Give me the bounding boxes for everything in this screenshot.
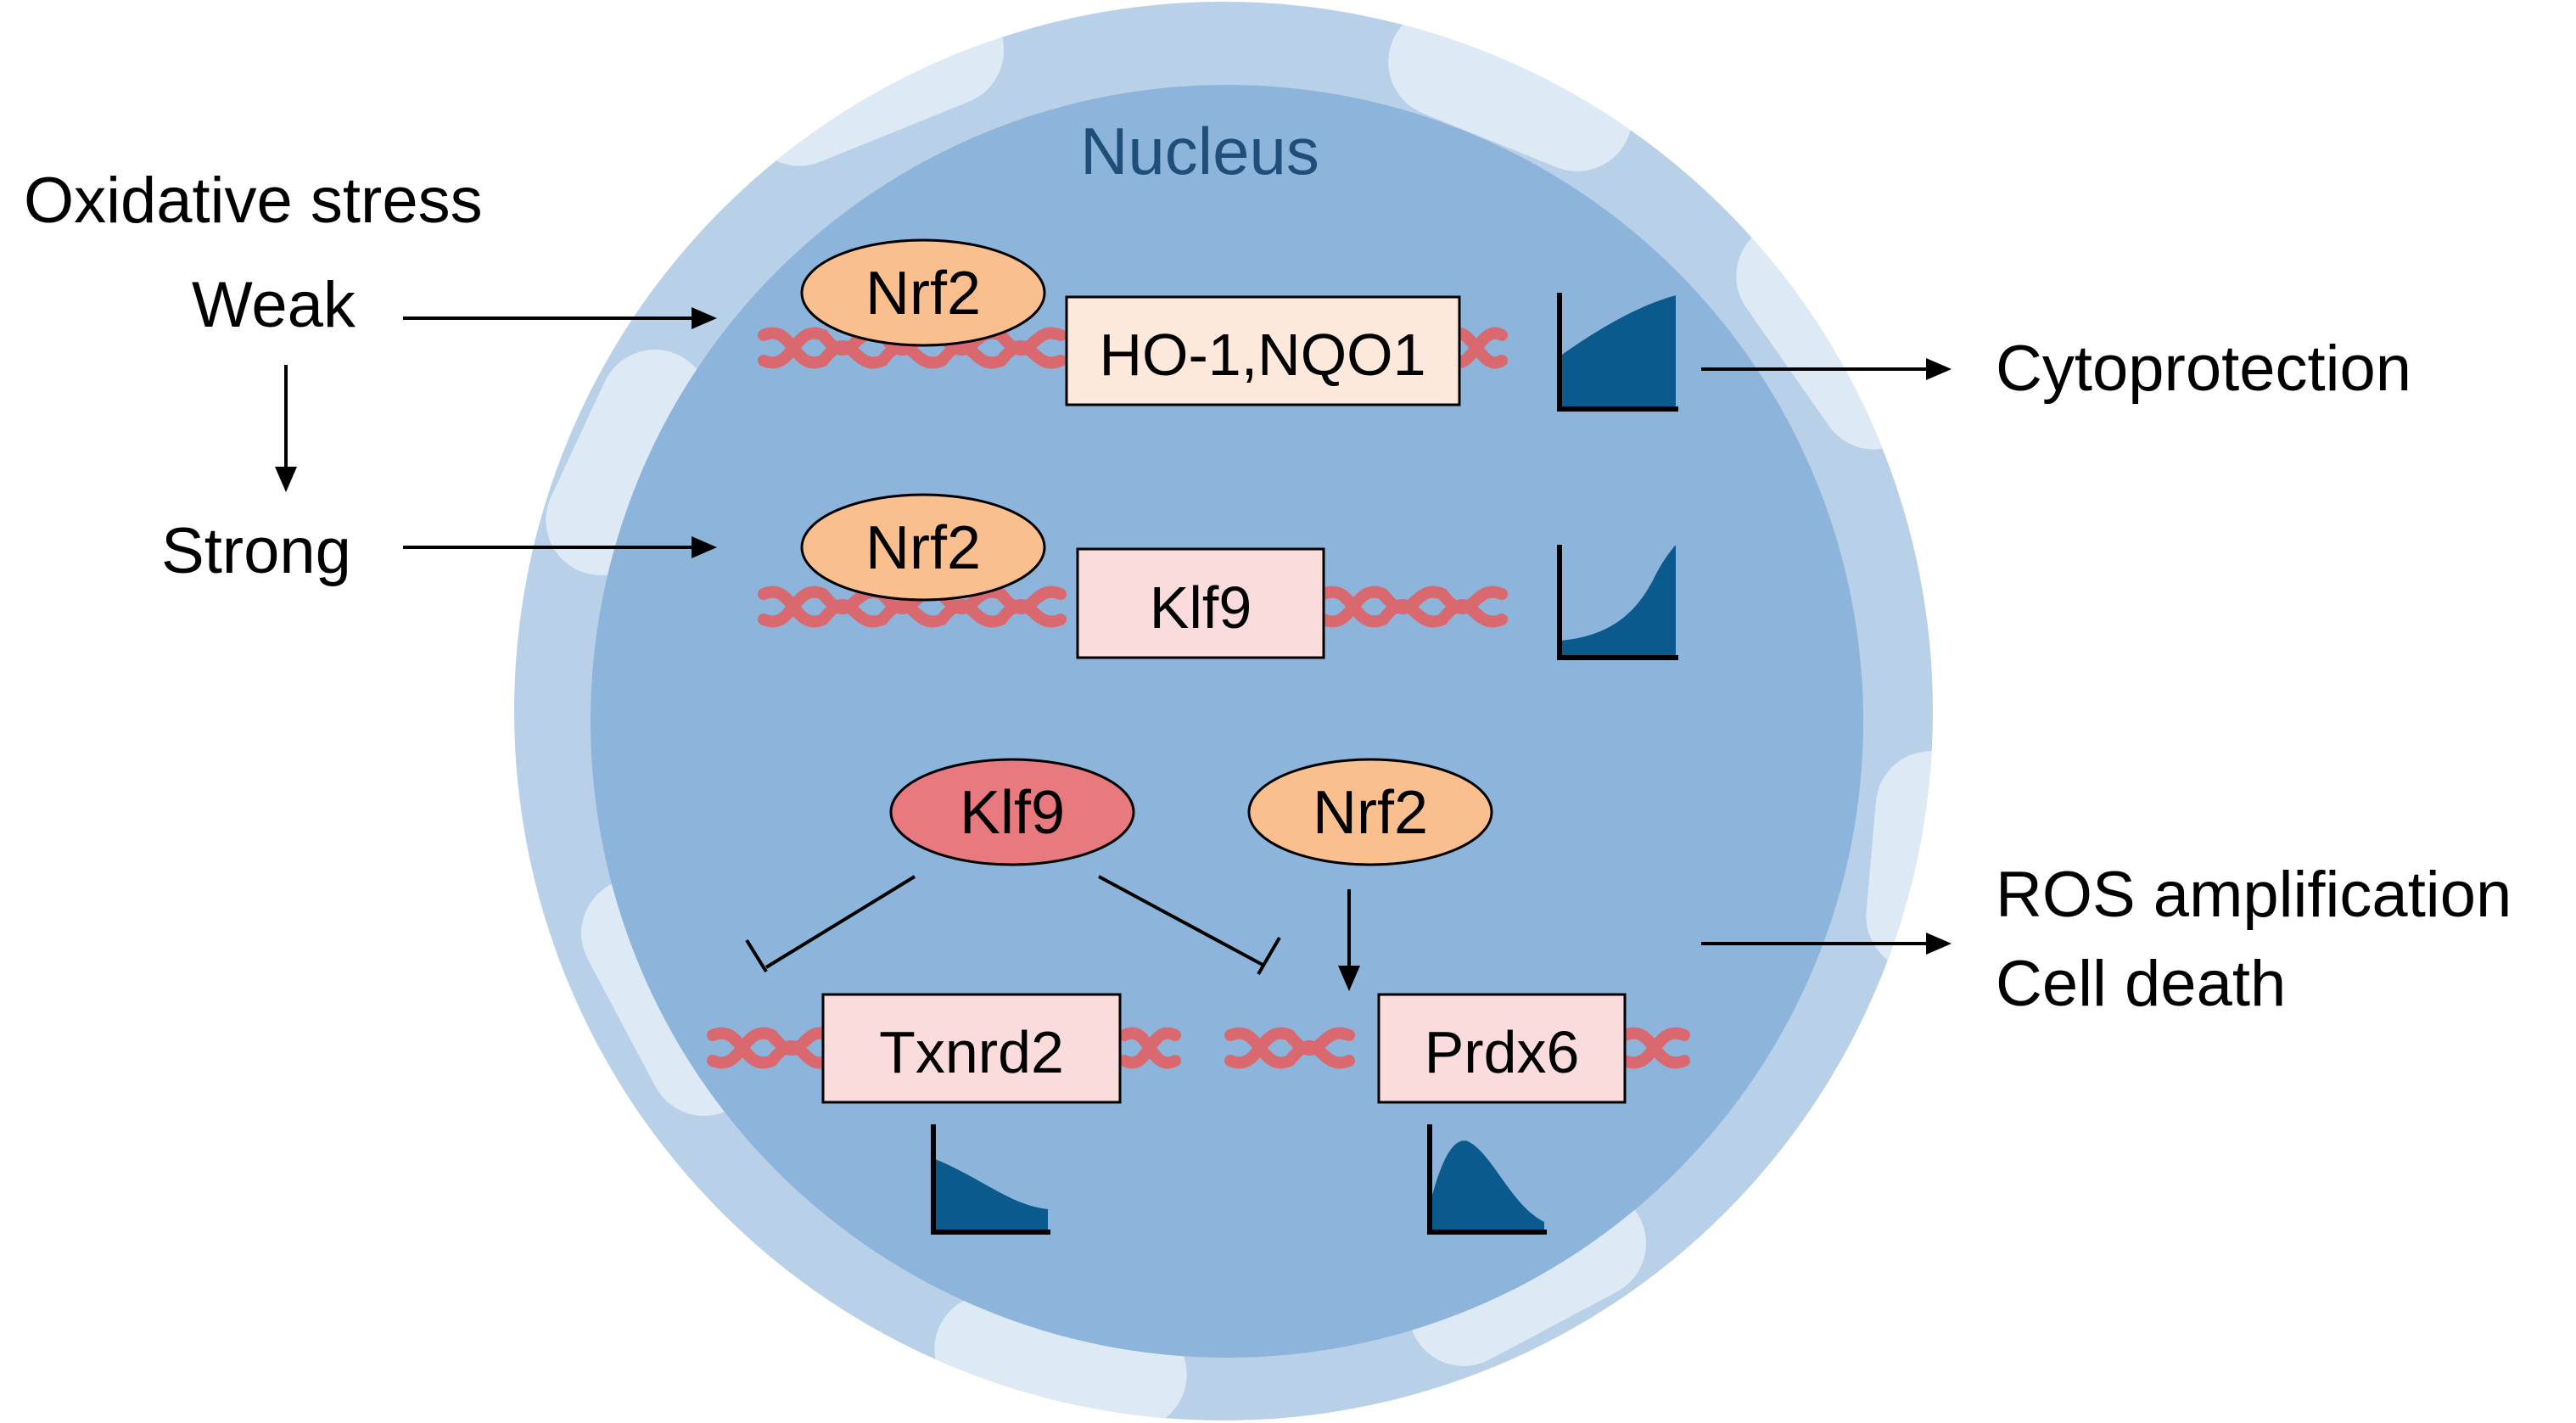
klf9-inhibits-prdx6-bar [1257,936,1281,976]
ros-arrow-head [1926,933,1952,955]
expression-curve-prdx6 [1427,1124,1547,1235]
nucleus-label: Nucleus [1080,114,1319,188]
weak-arrow-head [692,307,717,329]
nrf2-oval [800,493,1046,602]
curve-axes [1557,545,1678,660]
ros-amplification-label: ROS amplification [1996,859,2512,931]
regulation-links [745,875,1351,976]
curve-axes [1427,1124,1547,1235]
curve-fill [1560,545,1676,656]
gene-label-ho1-nqo1: HO-1,NQO1 [1099,322,1425,388]
nrf2-oval [1247,758,1493,866]
curve-fill [1430,1140,1544,1230]
expression-curve-klf9 [1557,545,1678,660]
klf9-label: Klf9 [960,779,1065,847]
gene-prdx6: Prdx6 [1377,993,1627,1104]
gene-klf9: Klf9 [1076,547,1325,659]
weak-to-strong-arrow-head [275,467,297,492]
strong-label: Strong [161,515,351,587]
nrf2-factor-bottom: Nrf2 [1247,758,1493,866]
expression-curve-ho1 [1557,293,1678,412]
gene-box [1065,295,1461,406]
curve-axes [1557,293,1678,412]
outcome-panel: Cytoprotection ROS amplification Cell de… [1701,333,2512,1020]
gene-box [821,993,1122,1104]
gene-label-txnrd2: Txnrd2 [879,1019,1064,1085]
nrf2-factor-top: Nrf2 [800,238,1046,347]
oxidative-stress-label: Oxidative stress [24,165,483,237]
nrf2-label: Nrf2 [865,260,981,328]
strong-arrow-head [692,536,717,558]
curve-fill [1560,295,1676,407]
nrf2-label: Nrf2 [865,514,981,582]
gene-box [1377,993,1627,1104]
nrf2-label: Nrf2 [1313,779,1428,847]
klf9-oval [889,758,1135,866]
klf9-inhibits-txnrd2-bar [745,938,768,973]
dna-strand-2b [758,585,1508,628]
cytoprotection-label: Cytoprotection [1996,333,2411,405]
klf9-inhibits-txnrd2 [764,875,916,969]
weak-label: Weak [192,269,356,341]
nuclear-pore [546,350,710,575]
klf9-inhibits-prdx6 [1098,875,1265,967]
klf9-factor: Klf9 [889,758,1135,866]
gene-txnrd2: Txnrd2 [821,993,1122,1104]
nrf2-oval [800,238,1046,347]
dna-strand-3b [707,1027,1690,1069]
stimulus-panel: Oxidative stress Weak Strong [24,165,717,587]
curve-fill [933,1158,1048,1230]
gene-ho1-nqo1: HO-1,NQO1 [1065,295,1461,406]
nucleoplasm [591,85,1863,1358]
nrf2-activates-prdx6-head [1338,966,1360,991]
gene-box [1076,547,1325,659]
nrf2-factor-mid: Nrf2 [800,493,1046,602]
nuclear-pore [1388,7,1632,171]
gene-label-klf9: Klf9 [1150,574,1252,641]
cell-death-label: Cell death [1996,948,2286,1020]
expression-curve-txnrd2 [931,1124,1050,1235]
nucleus: Nucleus [514,2,1933,1420]
cytoprotection-arrow-head [1926,358,1952,380]
gene-label-prdx6: Prdx6 [1425,1019,1580,1085]
curve-axes [931,1124,1050,1235]
